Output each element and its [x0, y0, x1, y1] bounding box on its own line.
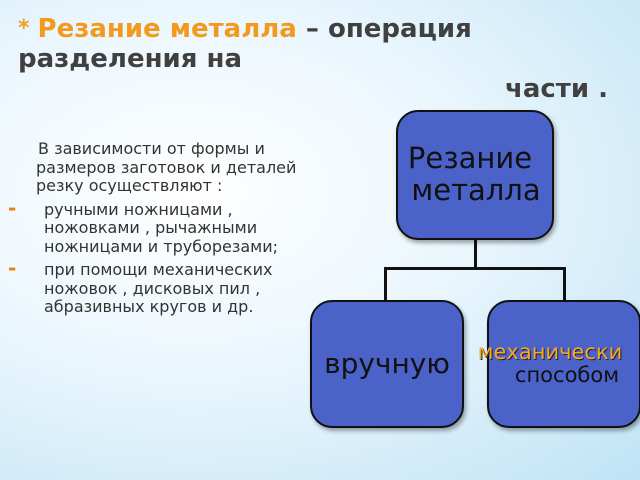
- right-label-line-2: способом: [514, 363, 620, 387]
- title-rest: – операция разделения на: [18, 14, 472, 74]
- bullet-item-2: - при помощи механических ножовок , диск…: [6, 256, 312, 317]
- dash-bullet-icon: -: [8, 256, 17, 280]
- connector-right-down: [563, 267, 566, 302]
- diagram-right-box: механически способом: [478, 300, 640, 428]
- dash-bullet-icon: -: [8, 195, 17, 220]
- body-text: В зависимости от формы и размеров загото…: [6, 139, 312, 322]
- title-line-2: части .: [504, 74, 608, 104]
- diagram-left-box: вручную: [310, 300, 464, 428]
- left-box-label: вручную: [324, 346, 450, 380]
- root-label-line-1: Резание: [407, 141, 533, 176]
- root-label-line-2: металла: [411, 173, 541, 207]
- connector-root-down: [474, 238, 477, 268]
- right-label-line-1: механически: [477, 339, 623, 364]
- title-accent: Резание металла: [37, 14, 297, 44]
- star-bullet-icon: *: [18, 16, 30, 41]
- bullet-text-2: при помощи механических ножовок , дисков…: [44, 260, 273, 316]
- bullet-text-1: ручными ножницами , ножовками , рычажным…: [44, 199, 279, 256]
- bullet-item-1: - ручными ножницами , ножовками , рычажн…: [6, 195, 312, 257]
- diagram-root-box: Резание металла: [396, 110, 554, 240]
- connector-left-down: [384, 267, 387, 302]
- slide-title: * Резание металла – операция разделения н…: [18, 14, 618, 104]
- intro-paragraph: В зависимости от формы и размеров загото…: [36, 139, 297, 195]
- connector-horizontal: [384, 267, 566, 270]
